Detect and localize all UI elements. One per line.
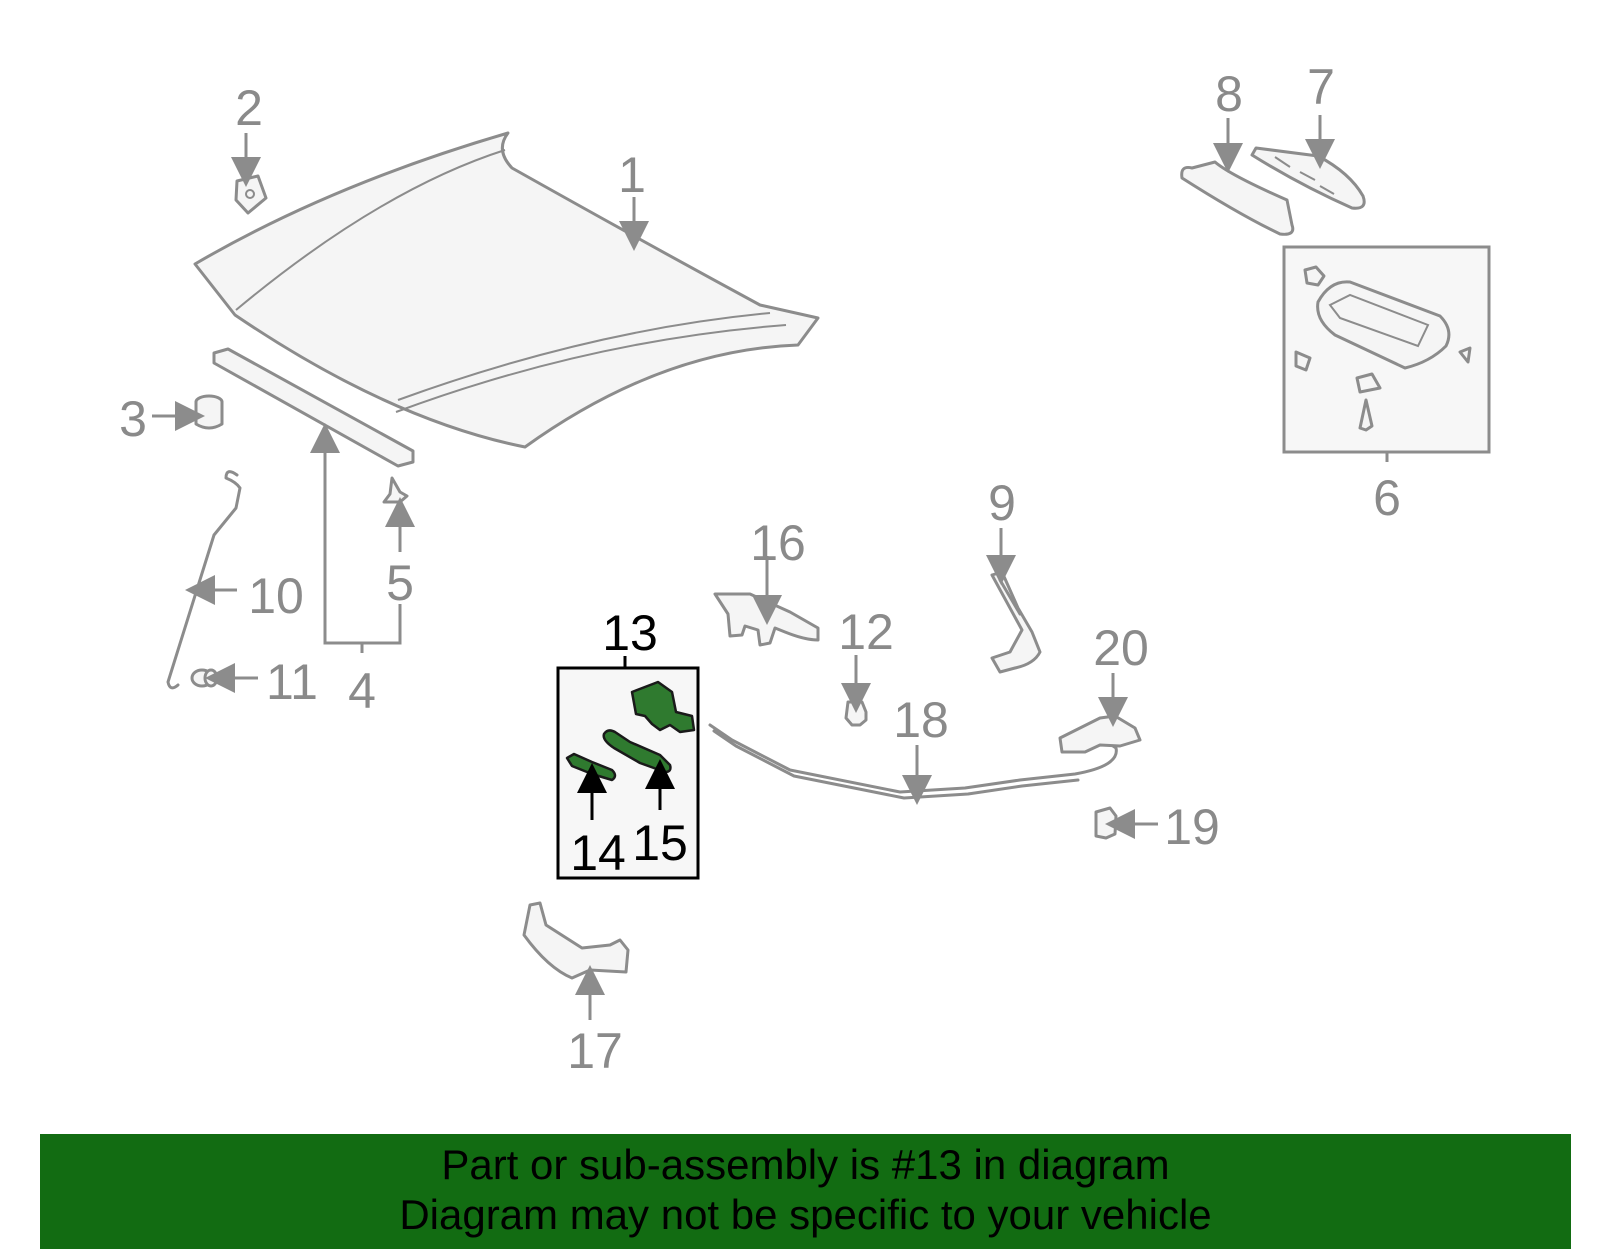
prop-rod-part[interactable] [166, 470, 242, 690]
insulator-part-7[interactable] [1250, 146, 1366, 210]
hood-part[interactable] [193, 131, 820, 449]
callout-18[interactable]: 18 [893, 692, 949, 748]
hinge-part-9[interactable] [990, 570, 1042, 674]
banner-line-2: Diagram may not be specific to your vehi… [399, 1191, 1212, 1238]
insulator-part-8[interactable] [1180, 160, 1295, 236]
hood-seal-part[interactable] [212, 347, 415, 468]
callout-9[interactable]: 9 [988, 475, 1016, 531]
callout-14[interactable]: 14 [570, 825, 626, 881]
latch-assembly-13[interactable] [556, 656, 700, 880]
callout-19[interactable]: 19 [1164, 799, 1220, 855]
bracket-part-17[interactable] [522, 901, 630, 980]
callout-17[interactable]: 17 [567, 1023, 623, 1079]
banner-line-1: Part or sub-assembly is #13 in diagram [441, 1141, 1170, 1188]
assembly-box-6[interactable] [1282, 245, 1491, 462]
callout-3[interactable]: 3 [119, 391, 147, 447]
callout-13[interactable]: 13 [602, 605, 658, 661]
callout-1[interactable]: 1 [618, 147, 646, 203]
callout-11[interactable]: 11 [266, 654, 318, 710]
clip-part-19[interactable] [1094, 806, 1118, 840]
callout-15[interactable]: 15 [632, 815, 688, 871]
bumper-part[interactable] [194, 394, 224, 430]
callout-7[interactable]: 7 [1307, 59, 1335, 115]
callout-10[interactable]: 10 [248, 568, 304, 624]
latch-part[interactable] [630, 680, 696, 734]
callout-8[interactable]: 8 [1215, 66, 1243, 122]
callout-6[interactable]: 6 [1373, 470, 1401, 526]
info-banner: Part or sub-assembly is #13 in diagram D… [40, 1134, 1571, 1249]
callout-2[interactable]: 2 [235, 80, 263, 136]
release-handle-part-20[interactable] [1058, 714, 1142, 754]
clip-part-2[interactable] [234, 174, 268, 215]
callout-16[interactable]: 16 [750, 515, 806, 571]
clip-part-12[interactable] [844, 700, 868, 727]
push-clip-part[interactable] [382, 476, 409, 504]
callout-12[interactable]: 12 [838, 604, 894, 660]
grommet-part[interactable] [190, 668, 219, 688]
callout-20[interactable]: 20 [1093, 620, 1149, 676]
callout-5[interactable]: 5 [386, 555, 414, 611]
callout-4[interactable]: 4 [348, 663, 376, 719]
